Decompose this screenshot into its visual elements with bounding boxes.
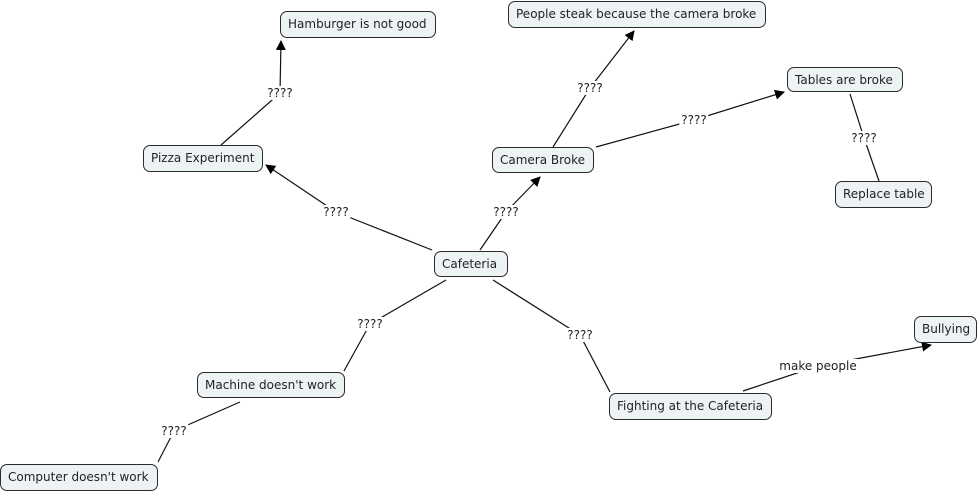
edge-camera-to-tables [595,89,785,148]
edge-label[interactable]: ???? [321,205,351,219]
edge-segment [579,334,611,393]
edge-camera-to-steak [552,30,635,148]
concept-node-replace[interactable]: Replace table [835,181,932,208]
edge-segment [849,93,865,139]
concept-node-pizza[interactable]: Pizza Experiment [143,145,263,172]
concept-node-hamburger[interactable]: Hamburger is not good [280,11,436,38]
edge-label[interactable]: ???? [565,328,595,342]
edge-segment [552,87,591,148]
concept-node-cafeteria[interactable]: Cafeteria [434,251,508,277]
edge-arrow-segment [275,40,286,94]
edge-arrow-segment [693,89,785,121]
concept-node-camera[interactable]: Camera Broke [492,147,594,173]
edge-cafeteria-to-machine [343,279,447,372]
edge-cafeteria-to-pizza [265,164,433,251]
edge-segment [220,92,281,146]
edge-label[interactable]: ???? [679,113,709,127]
edge-segment [343,323,371,372]
edge-label[interactable]: make people [777,359,859,373]
concept-node-fighting[interactable]: Fighting at the Cafeteria [609,393,772,420]
edge-segment [595,119,695,148]
concept-node-bullying[interactable]: Bullying [914,316,977,343]
edge-label[interactable]: ???? [575,81,605,95]
edge-label[interactable]: ???? [355,317,385,331]
concept-node-steak[interactable]: People steak because the camera broke [508,1,766,28]
edge-cafeteria-to-fighting [492,279,611,393]
edge-label[interactable]: ???? [159,424,189,438]
concept-node-computer[interactable]: Computer doesn't work [0,464,158,491]
edge-label[interactable]: ???? [265,86,295,100]
edge-segment [492,279,581,336]
edge-label[interactable]: ???? [491,205,521,219]
edge-arrow-segment [265,164,337,213]
edge-segment [369,279,447,325]
concept-node-tables[interactable]: Tables are broke [787,67,903,92]
concept-node-machine[interactable]: Machine doesn't work [197,372,345,398]
edge-label[interactable]: ???? [849,131,879,145]
edge-arrow-segment [589,30,635,89]
edge-segment [863,137,880,182]
edge-tables-to-replace [849,93,880,182]
edge-segment [335,211,433,251]
edge-pizza-to-hamburger [220,40,286,146]
